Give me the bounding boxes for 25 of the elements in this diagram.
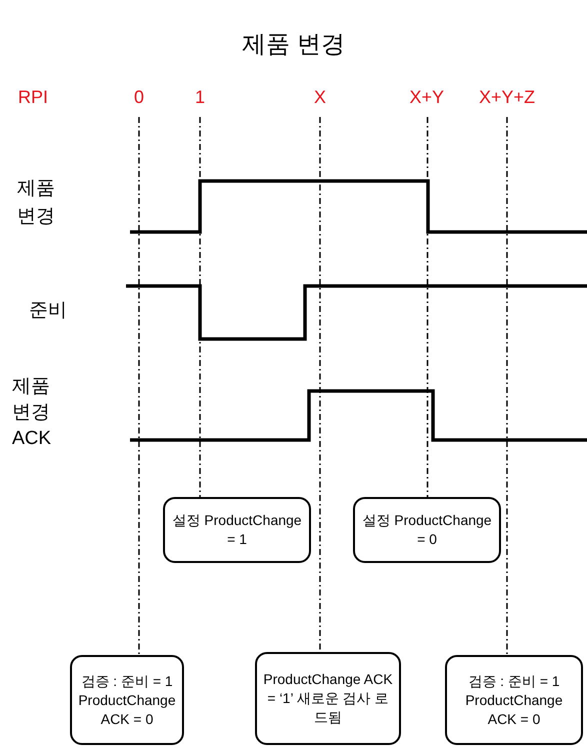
timing-marker-line — [199, 117, 201, 497]
time-label: X+Y — [410, 86, 444, 108]
annotation-box — [163, 497, 311, 563]
annotation-box — [70, 655, 184, 745]
timing-marker-line — [138, 117, 140, 655]
annotation-text: 검증 : 준비 = 1 ProductChange ACK = 0 — [464, 672, 564, 728]
annotation-box — [255, 652, 401, 745]
time-label: 1 — [195, 86, 206, 108]
diagram-title: 제품 변경 — [241, 30, 346, 60]
timing-marker-line — [319, 117, 321, 652]
annotation-text: ProductChange ACK = ‘1’ 새로운 검사 로드됨 — [263, 670, 393, 727]
timing-marker-line — [506, 117, 508, 655]
signal-name: 제품 변경 — [17, 177, 56, 229]
signal-name: 제품 변경 ACK — [12, 375, 52, 451]
timing-marker-line — [426, 117, 428, 497]
time-label: X+Y+Z — [479, 86, 536, 108]
annotation-text: 설정 ProductChange = 0 — [361, 511, 493, 549]
time-label: X — [314, 86, 326, 108]
annotation-text: 검증 : 준비 = 1 ProductChange ACK = 0 — [78, 672, 176, 728]
signal-name: 준비 — [29, 300, 68, 322]
annotation-text: 설정 ProductChange = 1 — [171, 511, 303, 549]
time-label: 0 — [134, 86, 144, 108]
axis-label: RPI — [18, 86, 50, 108]
annotation-box — [353, 497, 501, 563]
annotation-box — [445, 655, 583, 745]
